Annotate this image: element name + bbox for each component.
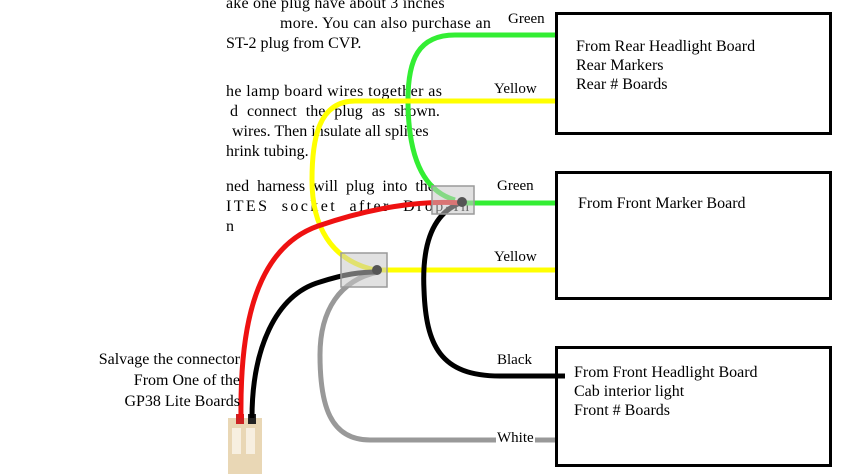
splice-dot-top (457, 197, 467, 207)
splice-junction-top (431, 185, 475, 215)
instruction-line: n (226, 218, 234, 235)
label-green-mid: Green (496, 177, 535, 195)
salvage-line: From One of the (133, 372, 240, 389)
box-line: Rear Markers (576, 57, 664, 74)
instruction-line: more. You can also purchase an (280, 15, 492, 32)
instruction-line: ake one plug have about 3 inches (226, 0, 445, 12)
salvage-note: Salvage the connector From One of the GP… (99, 349, 240, 412)
salvage-line: Salvage the connector (98, 351, 240, 368)
instruction-paragraph-2: he lamp board wires together as d connec… (226, 82, 442, 162)
rear-headlight-board-box: From Rear Headlight Board Rear Markers R… (555, 12, 832, 135)
instruction-line: d connect the plug as shown. (230, 103, 440, 120)
label-green-top: Green (507, 10, 546, 28)
instruction-line: hrink tubing. (226, 143, 309, 160)
box-line: Front # Boards (574, 402, 670, 419)
instruction-paragraph-1: ake one plug have about 3 inches more. Y… (226, 0, 491, 54)
box-line: Rear # Boards (576, 76, 668, 93)
box-line: From Front Headlight Board (574, 364, 758, 381)
salvage-line: GP38 Lite Boards (124, 393, 240, 410)
label-white: White (496, 429, 535, 447)
label-yellow-top: Yellow (493, 80, 538, 98)
instruction-line: he lamp board wires together as (226, 83, 443, 100)
black-wire-plug (249, 269, 379, 419)
green-wire-rear (405, 32, 555, 203)
box-line: From Rear Headlight Board (576, 38, 756, 55)
instruction-line: ST-2 plug from CVP. (226, 35, 362, 52)
front-marker-board-box: From Front Marker Board (555, 171, 832, 300)
box-line: Cab interior light (574, 383, 685, 400)
splice-dot-bottom (372, 265, 382, 275)
red-wire (238, 199, 463, 419)
connector-plug-icon (228, 414, 262, 474)
instruction-paragraph-3: ned harness will plug into the ITES sock… (226, 177, 472, 237)
box-line: From Front Marker Board (578, 195, 746, 212)
instruction-line: ned harness will plug into the (226, 178, 435, 195)
label-yellow-mid: Yellow (493, 248, 538, 266)
front-headlight-board-box: From Front Headlight Board Cab interior … (555, 346, 832, 467)
instruction-line: wires. Then insulate all splices (232, 123, 429, 140)
label-black: Black (496, 351, 533, 369)
black-wire-front-headlight (421, 200, 565, 379)
